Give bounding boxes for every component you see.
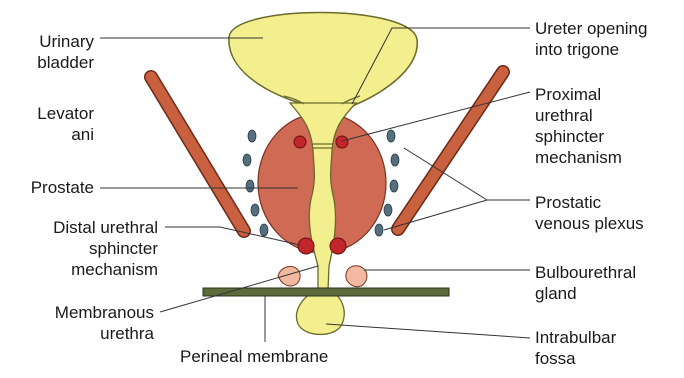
label-line: Levator (8, 103, 94, 124)
label-intrabulbar-fossa: Intrabulbar fossa (535, 327, 680, 369)
label-membranous-urethra: Membranous urethra (4, 302, 154, 344)
label-levator-ani: Levator ani (8, 103, 94, 145)
label-line: sphincter (4, 238, 158, 259)
levator-ani-left (151, 77, 244, 231)
label-line: Perineal membrane (180, 346, 380, 367)
urinary-bladder (229, 12, 417, 106)
label-line: urethral (535, 105, 680, 126)
label-proximal-sphincter: Proximal urethral sphincter mechanism (535, 84, 680, 168)
label-line: gland (535, 283, 680, 304)
label-urinary-bladder: Urinary bladder (8, 31, 94, 73)
label-line: Bulbourethral (535, 262, 680, 283)
label-bulbourethral-gland: Bulbourethral gland (535, 262, 680, 304)
label-line: mechanism (535, 147, 680, 168)
label-line: venous plexus (535, 213, 680, 234)
label-ureter-opening: Ureter opening into trigone (535, 18, 680, 60)
label-distal-sphincter: Distal urethral sphincter mechanism (4, 217, 158, 280)
label-line: sphincter (535, 126, 680, 147)
label-venous-plexus: Prostatic venous plexus (535, 192, 680, 234)
label-line: Proximal (535, 84, 680, 105)
label-prostate: Prostate (4, 177, 94, 198)
label-line: Prostatic (535, 192, 680, 213)
label-line: fossa (535, 348, 680, 369)
label-line: mechanism (4, 259, 158, 280)
label-line: ani (8, 124, 94, 145)
label-line: bladder (8, 52, 94, 73)
label-line: urethra (4, 323, 154, 344)
label-line: Membranous (4, 302, 154, 323)
levator-ani-right (398, 72, 503, 229)
label-line: Distal urethral (4, 217, 158, 238)
label-perineal-membrane: Perineal membrane (180, 346, 380, 367)
label-line: Intrabulbar (535, 327, 680, 348)
label-line: Prostate (4, 177, 94, 198)
label-line: Urinary (8, 31, 94, 52)
label-line: into trigone (535, 39, 680, 60)
label-line: Ureter opening (535, 18, 680, 39)
